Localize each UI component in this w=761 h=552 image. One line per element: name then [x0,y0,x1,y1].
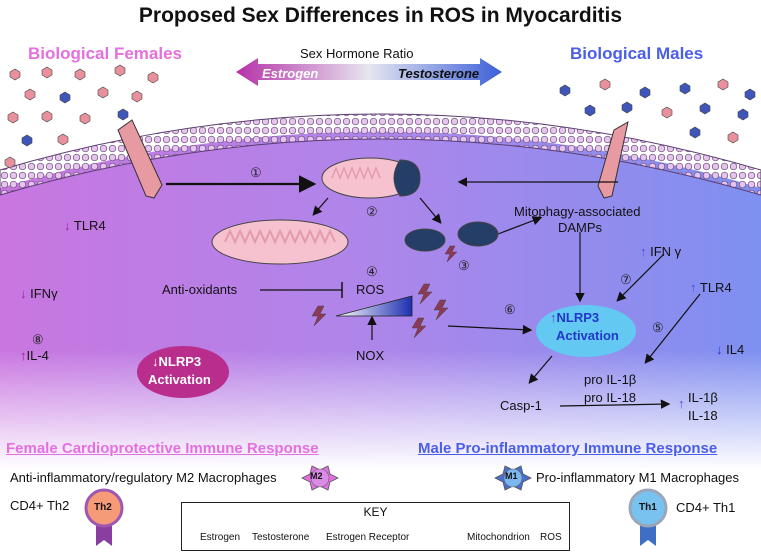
step-7: ⑦ [620,272,632,287]
il4-male-label: ↓ IL4 [716,342,745,357]
cell-membrane [0,113,761,196]
hormone-particles-male [559,78,756,144]
th2-badge [84,488,124,546]
legend-key: KEY Estrogen Testosterone Estrogen Recep… [181,502,570,551]
mitochondrion-healthy [211,219,349,265]
tlr4-male-label: ↑ TLR4 [690,280,732,295]
hormone-particles-female [4,64,159,169]
nlrp3-female-bubble [137,346,229,398]
down-arrow-icon: ↓ [20,286,27,301]
pro-il1b-label: pro IL-1β [584,372,637,387]
il-up-arrow-icon: ↑ [678,396,685,411]
nlrp3-female-activation: Activation [148,372,211,387]
key-title: KEY [363,505,388,519]
estrogen-receptor-left [117,119,163,199]
male-response-heading: Male Pro-inflammatory Immune Response [418,440,718,457]
female-group-label: Biological Females [28,44,182,63]
nox-label: NOX [356,348,385,363]
damps-label: DAMPs [558,220,603,235]
key-testosterone: Testosterone [252,532,310,543]
male-macrophage-label: Pro-inflammatory M1 Macrophages [536,470,740,485]
up-arrow-icon: ↑ [20,348,27,363]
ratio-estrogen-label: Estrogen [262,66,319,81]
il18-label: IL-18 [688,408,718,423]
key-ros: ROS [540,532,562,543]
female-macrophage-label: Anti-inflammatory/regulatory M2 Macropha… [10,470,277,485]
step-5: ⑤ [652,320,664,335]
ros-gradient-wedge [335,295,413,317]
key-row: Estrogen Testosterone Estrogen Receptor … [182,529,569,547]
mitochondrion-main [321,157,421,199]
il1b-label: IL-1β [688,390,718,405]
down-arrow-icon: ↓ [716,342,723,357]
pro-il18-label: pro IL-18 [584,390,637,405]
nlrp3-male-bubble [536,305,636,357]
m2-badge [301,465,339,491]
nlrp3-female-label: ↓NLRP3 [152,354,202,369]
mitophagy-label: Mitophagy-associated [514,204,641,219]
ratio-testosterone-label: Testosterone [398,66,480,81]
th1-badge [628,488,668,546]
hormone-ratio-arrow [236,58,502,86]
key-estrogen-receptor: Estrogen Receptor [326,532,410,543]
step-6: ⑥ [504,302,516,317]
key-mitochondrion: Mitochondrion [467,532,530,543]
step-4: ④ [366,264,378,279]
casp1-label: Casp-1 [500,398,542,413]
down-arrow-icon: ↓ [152,354,159,369]
antioxidants-label: Anti-oxidants [162,282,238,297]
male-t-cell-label: CD4+ Th1 [676,500,736,515]
step-2: ② [366,204,378,219]
ros-label: ROS [356,282,385,297]
up-arrow-icon: ↑ [690,280,697,295]
key-estrogen: Estrogen [200,532,241,543]
ifn-female-label: ↓ IFNγ [20,286,58,301]
mitochondria-damaged [404,221,499,252]
th1-badge-label: Th1 [639,502,657,513]
male-group-label: Biological Males [570,44,704,63]
up-arrow-icon: ↑ [550,310,557,325]
diagram-title: Proposed Sex Differences in ROS in Myoca… [138,4,623,27]
female-response-heading: Female Cardioprotective Immune Response [6,440,319,457]
down-arrow-icon: ↓ [64,218,71,233]
step-1: ① [250,165,262,180]
m2-badge-label: M2 [310,471,323,481]
ratio-label: Sex Hormone Ratio [300,46,414,61]
step-3: ③ [458,258,470,273]
th2-badge-label: Th2 [94,502,112,513]
step-8: ⑧ [32,332,44,347]
nlrp3-male-label: ↑NLRP3 [550,310,600,325]
tlr4-female-label: ↓ TLR4 [64,218,106,233]
female-t-cell-label: CD4+ Th2 [10,498,70,513]
m1-badge-label: M1 [505,471,518,481]
nlrp3-male-activation: Activation [556,328,619,343]
il4-female-label: ↑IL-4 [20,348,49,363]
ros-bolts [311,245,458,339]
estrogen-receptor-right [597,121,629,199]
ifn-male-label: ↑ IFN γ [640,244,682,259]
m1-badge [494,465,532,491]
up-arrow-icon: ↑ [640,244,647,259]
